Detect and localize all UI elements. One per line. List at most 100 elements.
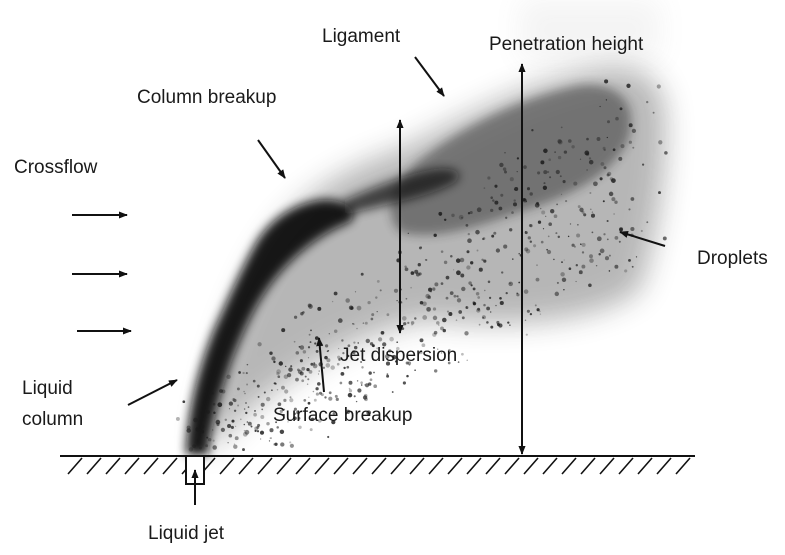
droplet-speckle [476, 308, 481, 313]
hatch-mark [580, 457, 596, 475]
droplet-speckle [396, 299, 398, 302]
droplet-speckle [563, 259, 565, 261]
droplet-speckle [432, 315, 438, 321]
droplet-speckle [607, 120, 610, 124]
droplet-speckle [310, 362, 314, 366]
droplet-speckle [276, 426, 279, 429]
droplet-speckle [447, 361, 451, 365]
droplet-speckle [487, 176, 491, 180]
droplet-speckle [192, 444, 196, 449]
droplet-speckle [199, 446, 202, 450]
droplet-speckle [398, 350, 401, 353]
droplet-speckle [446, 310, 450, 313]
droplet-speckle [330, 365, 335, 370]
droplet-speckle [188, 447, 194, 452]
droplet-speckle [328, 396, 333, 401]
droplet-speckle [477, 307, 481, 311]
droplet-speckle [553, 258, 555, 261]
droplet-speckle [472, 287, 476, 291]
droplet-speckle [280, 442, 285, 447]
droplet-speckle [364, 397, 368, 402]
droplet-speckle [646, 100, 649, 104]
droplet-speckle [313, 362, 316, 364]
droplet-speckle [394, 360, 398, 363]
droplet-speckle [542, 228, 545, 230]
droplet-speckle [516, 157, 520, 160]
droplet-speckle [419, 300, 424, 305]
droplet-speckle [233, 409, 237, 412]
crossflow-label: Crossflow [14, 157, 98, 178]
droplet-speckle [293, 412, 297, 416]
droplet-speckle [632, 146, 635, 149]
droplet-speckle [337, 355, 341, 359]
droplet-speckle [646, 221, 649, 224]
droplet-speckle [277, 375, 281, 379]
droplet-speckle [461, 352, 464, 356]
droplet-speckle [393, 288, 399, 293]
droplet-speckle [619, 227, 624, 232]
droplet-speckle [257, 395, 260, 398]
droplet-speckle [598, 252, 601, 256]
hatch-mark [67, 457, 83, 475]
hatch-mark [637, 457, 653, 475]
droplet-speckle [577, 224, 579, 226]
droplet-speckle [278, 361, 283, 366]
droplet-speckle [290, 365, 293, 368]
droplet-speckle [246, 383, 249, 386]
droplet-speckle [252, 379, 256, 383]
droplet-speckle [575, 280, 577, 283]
droplet-speckle [538, 310, 541, 313]
hatch-mark [333, 457, 349, 475]
droplet-speckle [546, 170, 550, 174]
spray-plume [175, 67, 668, 455]
droplet-speckle [422, 315, 428, 320]
droplet-speckle [612, 148, 616, 152]
droplet-speckle [410, 321, 415, 325]
droplet-speckle [410, 271, 415, 275]
droplet-speckle [182, 400, 186, 404]
droplet-speckle [212, 402, 216, 406]
droplet-speckle [614, 264, 619, 269]
droplet-speckle [362, 322, 365, 324]
droplet-speckle [371, 313, 375, 317]
droplet-speckle [287, 421, 289, 423]
hatch-mark [314, 457, 330, 475]
droplet-speckle [254, 429, 257, 433]
droplet-speckle [508, 281, 513, 287]
droplet-speckle [274, 442, 278, 446]
droplet-speckle [279, 409, 283, 414]
droplet-speckle [353, 345, 358, 350]
droplet-speckle [579, 207, 584, 212]
droplet-speckle [494, 184, 498, 188]
droplet-speckle [458, 214, 464, 220]
droplet-speckle [402, 381, 406, 385]
droplet-speckle [245, 411, 248, 415]
droplet-speckle [505, 291, 508, 295]
droplet-speckle [353, 341, 356, 344]
penetration-height-label: Penetration height [489, 34, 644, 55]
droplet-speckle [481, 258, 484, 262]
droplet-speckle [620, 144, 625, 149]
droplet-speckle [540, 160, 545, 165]
droplet-speckle [509, 282, 511, 284]
droplet-speckle [529, 224, 533, 228]
hatch-mark [390, 457, 406, 475]
droplet-speckle [333, 329, 338, 333]
droplet-speckle [299, 371, 304, 376]
droplet-speckle [259, 430, 265, 435]
droplet-speckle [536, 308, 540, 312]
droplet-speckle [289, 398, 294, 403]
droplet-speckle [618, 240, 621, 243]
droplet-speckle [557, 139, 563, 145]
droplet-speckle [348, 380, 353, 385]
droplet-speckle [424, 259, 427, 261]
droplet-speckle [606, 136, 608, 139]
droplet-speckle [354, 291, 357, 293]
droplet-speckle [360, 381, 363, 384]
droplet-speckle [357, 388, 362, 393]
droplet-speckle [493, 231, 497, 235]
droplet-speckle [334, 394, 338, 398]
droplet-speckle [244, 392, 246, 395]
droplet-speckle [324, 355, 328, 360]
droplet-speckle [308, 304, 313, 309]
